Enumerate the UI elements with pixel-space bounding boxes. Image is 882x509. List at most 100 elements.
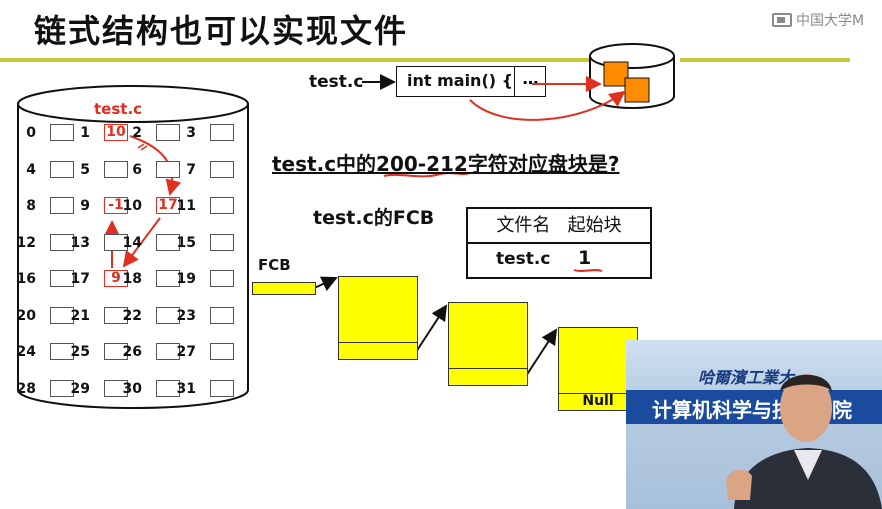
chain-tick-mark xyxy=(137,143,148,151)
orange-block-2 xyxy=(624,77,650,103)
fcb-start-block: 1 xyxy=(578,247,592,269)
disk-block-number: 26 xyxy=(122,344,142,360)
video-banner xyxy=(626,390,882,424)
fcb-table: 文件名 起始块 test.c 1 xyxy=(466,207,652,279)
slide-title: 链式结构也可以实现文件 xyxy=(34,12,409,50)
disk-block-number: 10 xyxy=(122,198,142,214)
block1-to-block2-arrow xyxy=(415,304,448,353)
linked-block-2-pointer xyxy=(449,368,527,385)
disk-block-cell xyxy=(104,160,128,178)
code-file-label: test.c xyxy=(309,72,364,92)
disk-block-cell xyxy=(104,233,128,251)
fcb-col-start: 起始块 xyxy=(567,215,622,236)
disk-block-number: 11 xyxy=(176,198,196,214)
disk-block-cell xyxy=(104,343,128,360)
disk-block-number: 18 xyxy=(122,271,142,287)
disk-block-cell xyxy=(50,160,74,178)
disk-block-number: 2 xyxy=(132,125,142,141)
disk-block-number: 5 xyxy=(80,161,90,178)
disk-block-cell xyxy=(210,233,234,251)
linked-block-1 xyxy=(338,276,418,360)
disk-block-number: 13 xyxy=(70,234,90,251)
code-to-block-arrow-2 xyxy=(469,90,626,121)
disk-block-cell xyxy=(156,233,180,251)
chain-arrow-10-17 xyxy=(122,217,161,268)
disk-block-number: 17 xyxy=(70,271,90,287)
disk-block-number: 0 xyxy=(26,125,36,141)
disk-block-number: 27 xyxy=(176,344,196,360)
fcb-caption: test.c的FCB xyxy=(313,207,435,229)
disk-block-cell xyxy=(50,197,74,214)
disk-block-cell xyxy=(210,379,234,397)
disk-block-number: 19 xyxy=(176,271,196,287)
code-text: int main() { xyxy=(407,71,514,90)
disk-block-number: 16 xyxy=(16,271,36,287)
disk-block-cell xyxy=(50,270,74,287)
disk-block-cell xyxy=(156,379,180,397)
disk-block-cell: 17 xyxy=(156,197,180,214)
linked-block-3: Null xyxy=(558,327,638,411)
disk-block-cell xyxy=(50,306,74,324)
mini-disk xyxy=(589,43,675,109)
disk-block-number: 30 xyxy=(122,380,142,397)
disk-block-number: 29 xyxy=(70,380,90,397)
start-block-underline xyxy=(573,269,603,272)
question-underline xyxy=(383,172,471,178)
video-school-name: 哈爾濱工業大 xyxy=(698,368,795,387)
fcb-table-header: 文件名 起始块 xyxy=(468,209,650,244)
watermark-logo-icon xyxy=(772,13,792,27)
disk-block-cell xyxy=(50,124,74,141)
disk-block-cell xyxy=(210,124,234,141)
disk-block-cell: 10 xyxy=(104,124,128,141)
disk-block-number: 23 xyxy=(176,307,196,324)
disk-block-cell xyxy=(210,160,234,178)
watermark-text: 中国大学M xyxy=(796,13,865,29)
disk-block-number: 8 xyxy=(26,198,36,214)
disk-block-cell xyxy=(50,233,74,251)
disk-block-number: 6 xyxy=(132,161,142,178)
block2-to-block3-arrow xyxy=(525,328,558,377)
disk-block-number: 24 xyxy=(16,344,36,360)
disk-block-number: 9 xyxy=(80,198,90,214)
question-text: test.c中的200-212字符对应盘块是? xyxy=(272,152,620,176)
disk-block-cell xyxy=(156,124,180,141)
lecturer-video: 哈爾濱工業大 计算机科学与技术学院 xyxy=(626,340,882,509)
disk-file-label: test.c xyxy=(94,100,143,118)
orange-block-1 xyxy=(603,61,629,87)
disk-block-cell xyxy=(50,379,74,397)
disk-block-number: 15 xyxy=(176,234,196,251)
disk-block-cell xyxy=(210,270,234,287)
disk-block-number: 1 xyxy=(80,125,90,141)
disk-block-cell xyxy=(210,197,234,214)
fcb-bar xyxy=(252,282,316,295)
disk-block-cell xyxy=(104,306,128,324)
linked-block-3-null: Null xyxy=(559,393,637,410)
linked-block-2 xyxy=(448,302,528,386)
disk-block-number: 12 xyxy=(16,234,36,251)
disk-block-cell xyxy=(210,343,234,360)
disk-block-number: 7 xyxy=(186,161,196,178)
disk-block-cell xyxy=(50,343,74,360)
disk-block-number: 28 xyxy=(16,380,36,397)
disk-block-number: 14 xyxy=(122,234,142,251)
disk-block-cell xyxy=(156,306,180,324)
fcb-file-name: test.c xyxy=(496,249,551,269)
disk-block-cell xyxy=(210,306,234,324)
disk-block-cell xyxy=(156,160,180,178)
fcb-col-name: 文件名 xyxy=(496,215,551,236)
title-divider-right xyxy=(680,58,850,62)
disk-block-number: 20 xyxy=(16,307,36,324)
lecturer-figure xyxy=(726,374,882,509)
watermark: 中国大学M xyxy=(772,10,864,30)
disk-block-cell xyxy=(104,379,128,397)
linked-block-1-pointer xyxy=(339,342,417,359)
disk-block-number: 31 xyxy=(176,380,196,397)
disk-block-cell xyxy=(156,270,180,287)
disk-block-number: 25 xyxy=(70,344,90,360)
disk-block-number: 22 xyxy=(122,307,142,324)
disk-block-cell: 9 xyxy=(104,270,128,287)
disk-block-cell: -1 xyxy=(104,197,128,214)
title-divider xyxy=(0,58,592,62)
disk-block-cell xyxy=(156,343,180,360)
